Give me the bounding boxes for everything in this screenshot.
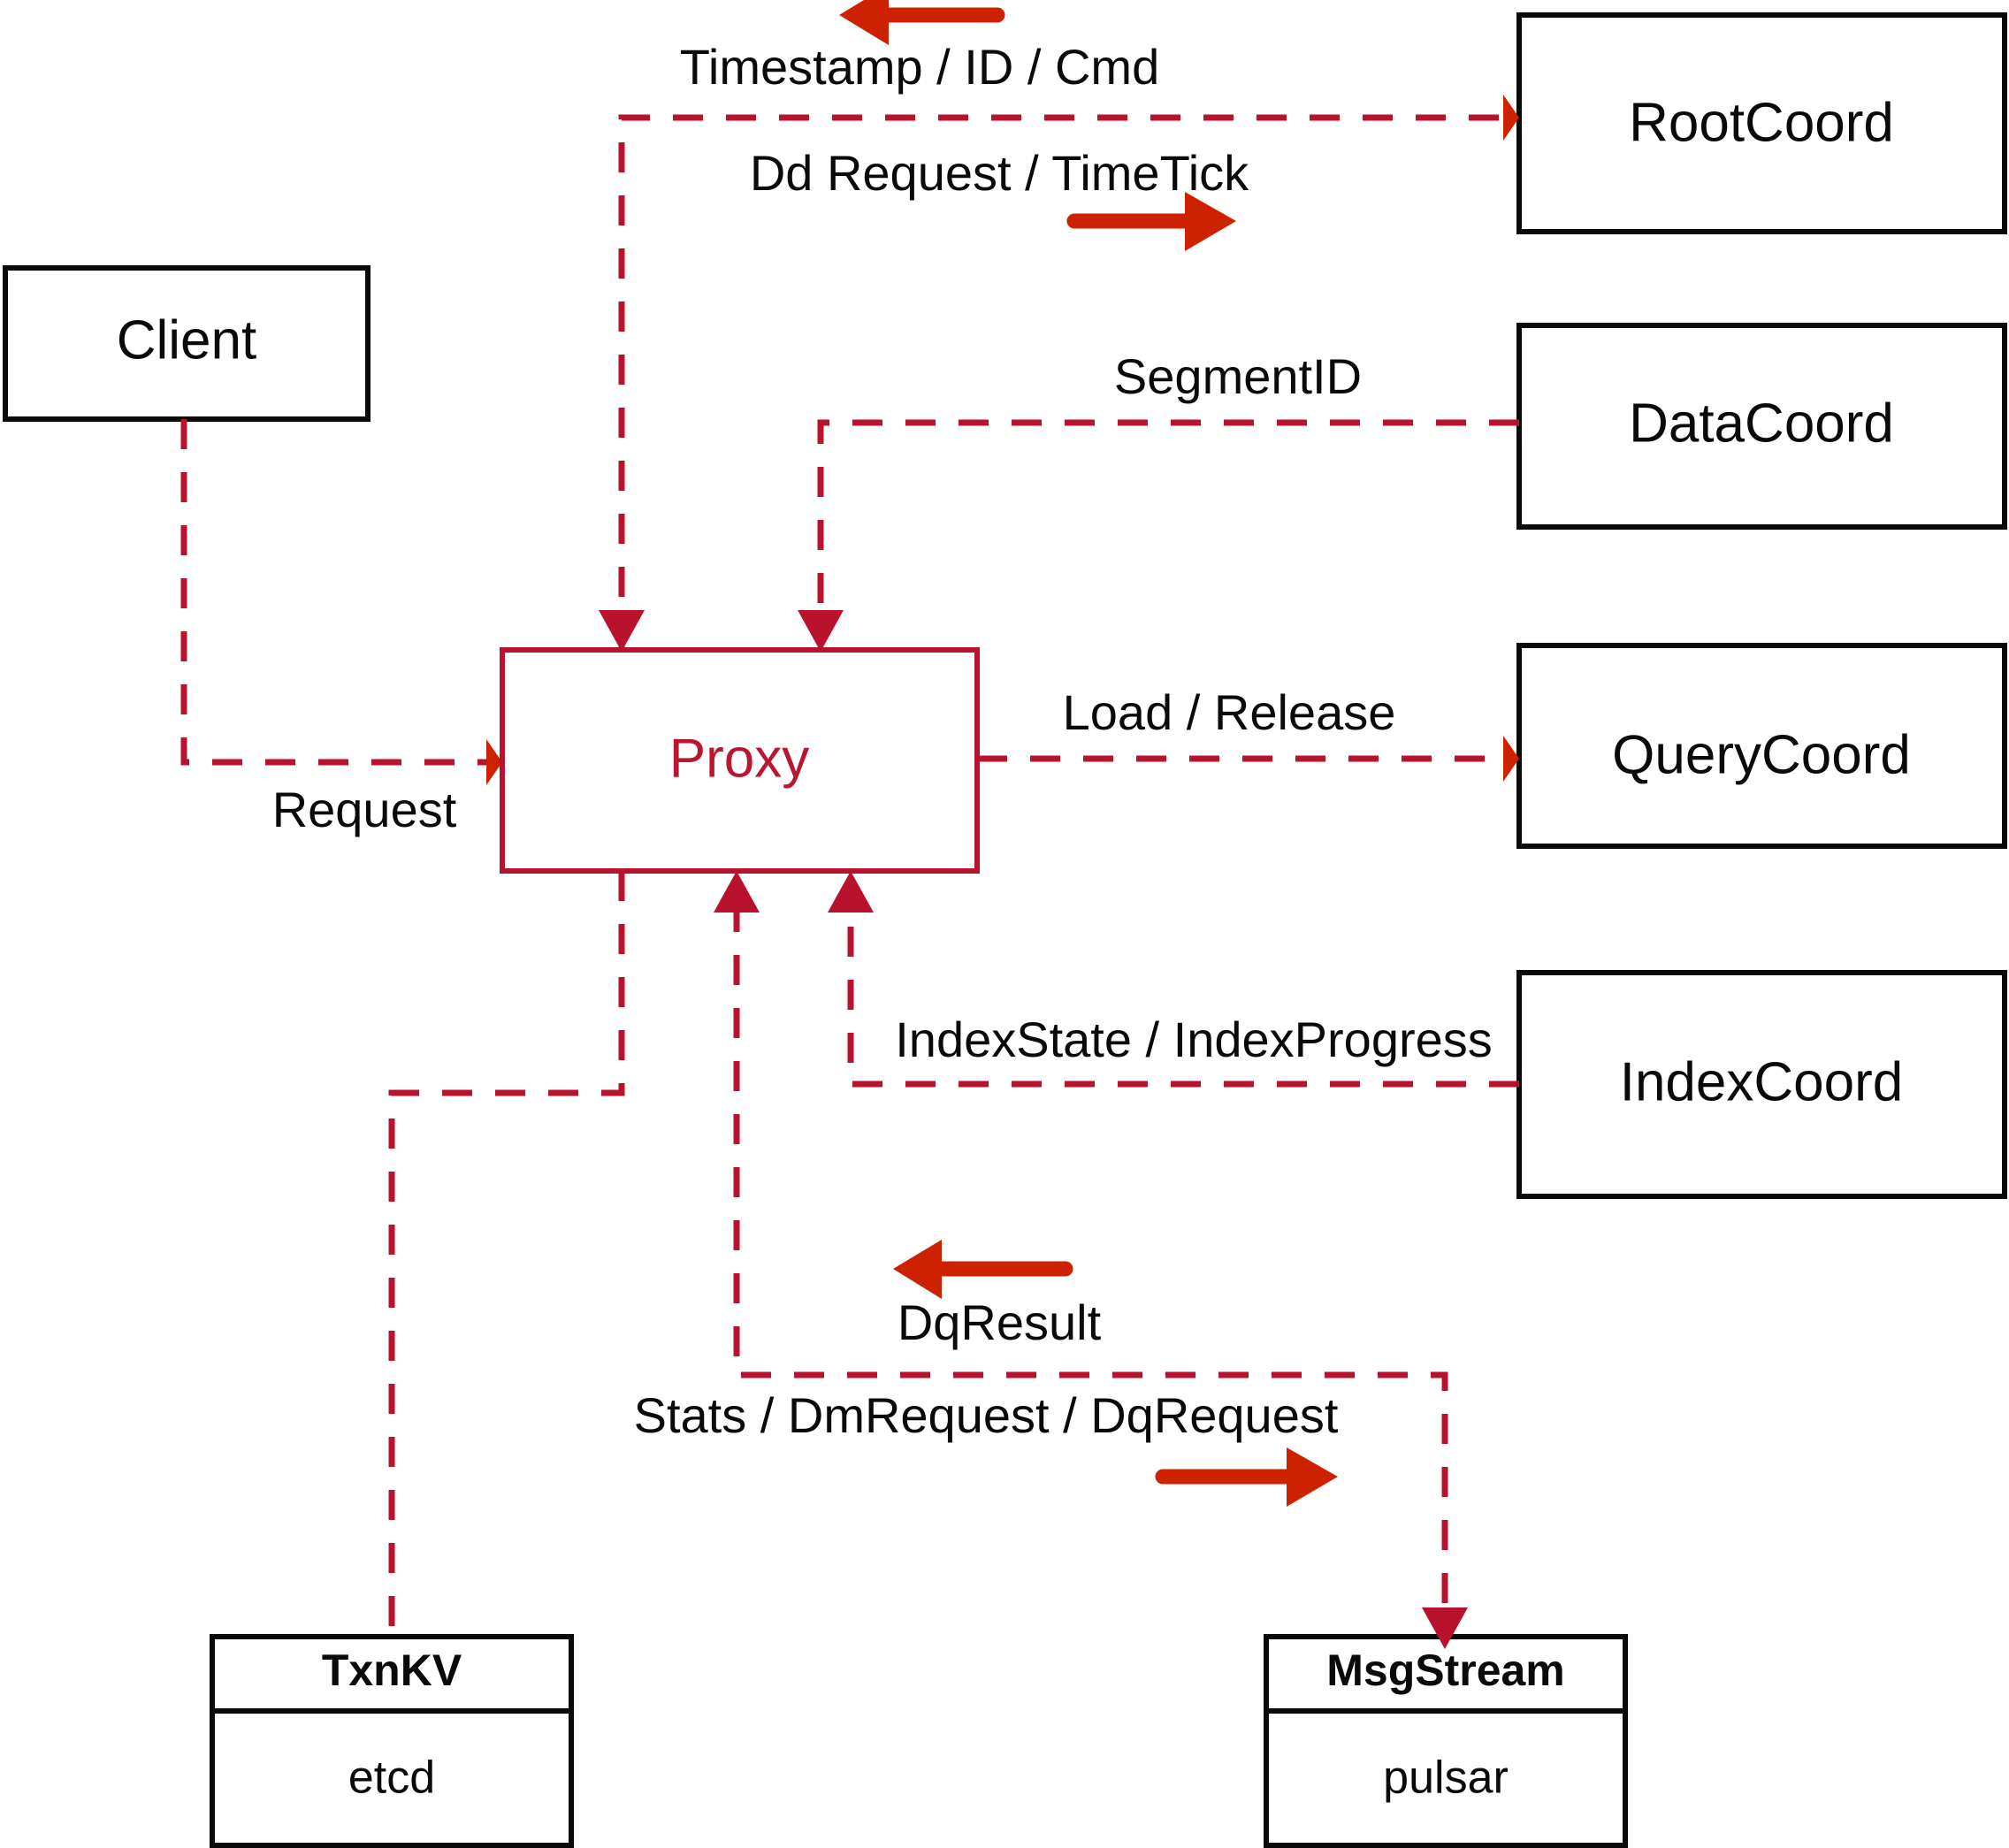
- edge-label-stats-dm-dq: Stats / DmRequest / DqRequest: [634, 1387, 1339, 1443]
- arrowhead-into-proxy-top-left: [599, 610, 645, 652]
- direction-arrow-left-icon-dqresult: [893, 1240, 1073, 1299]
- edge-proxy-querycoord: [977, 736, 1519, 782]
- arrowhead-into-proxy-top-right: [798, 610, 844, 652]
- node-datacoord-label: DataCoord: [1629, 393, 1894, 454]
- node-datacoord[interactable]: DataCoord: [1516, 323, 2007, 530]
- edge-indexcoord-proxy: [828, 871, 1519, 1088]
- arrowhead-into-msgstream-top: [1422, 1607, 1468, 1649]
- node-proxy[interactable]: Proxy: [500, 647, 980, 874]
- edge-proxy-msgstream: [714, 871, 1468, 1649]
- node-querycoord[interactable]: QueryCoord: [1516, 643, 2007, 849]
- node-rootcoord[interactable]: RootCoord: [1516, 12, 2007, 234]
- node-proxy-label: Proxy: [669, 728, 809, 789]
- edge-label-timestamp-id-cmd: Timestamp / ID / Cmd: [680, 39, 1159, 95]
- node-client-label: Client: [117, 309, 257, 370]
- edge-label-indexstate-progress: IndexState / IndexProgress: [895, 1012, 1493, 1067]
- direction-arrow-right-icon-ddrequest: [1066, 192, 1236, 251]
- node-msgstream-label: MsgStream: [1326, 1646, 1565, 1695]
- node-txnkv-label: TxnKV: [322, 1646, 462, 1695]
- edge-datacoord-proxy: [798, 419, 1519, 652]
- node-indexcoord-label: IndexCoord: [1620, 1051, 1904, 1112]
- edge-label-dqresult: DqResult: [898, 1294, 1102, 1350]
- edge-label-dd-request-timetick: Dd Request / TimeTick: [750, 145, 1249, 201]
- arrowhead-into-proxy-bottom-right: [828, 871, 874, 913]
- edge-label-request: Request: [272, 782, 457, 837]
- node-msgstream-sublabel: pulsar: [1383, 1753, 1509, 1804]
- node-querycoord-label: QueryCoord: [1612, 724, 1911, 785]
- edge-label-segmentid: SegmentID: [1114, 348, 1362, 404]
- direction-arrow-left-icon-timestamp: [839, 0, 1005, 45]
- node-txnkv-sublabel: etcd: [348, 1753, 435, 1804]
- edge-client-proxy: [180, 419, 502, 785]
- direction-arrow-right-icon-stats: [1155, 1447, 1338, 1507]
- arrowhead-into-proxy-bottom-left: [714, 871, 760, 913]
- node-client[interactable]: Client: [3, 265, 370, 422]
- edge-proxy-rootcoord: [599, 95, 1519, 652]
- edge-proxy-txnkv: [388, 871, 625, 1637]
- node-rootcoord-label: RootCoord: [1629, 92, 1894, 153]
- node-txnkv[interactable]: TxnKV etcd: [210, 1634, 574, 1848]
- edge-label-load-release: Load / Release: [1063, 684, 1396, 740]
- node-msgstream[interactable]: MsgStream pulsar: [1264, 1634, 1628, 1848]
- node-indexcoord[interactable]: IndexCoord: [1516, 970, 2007, 1199]
